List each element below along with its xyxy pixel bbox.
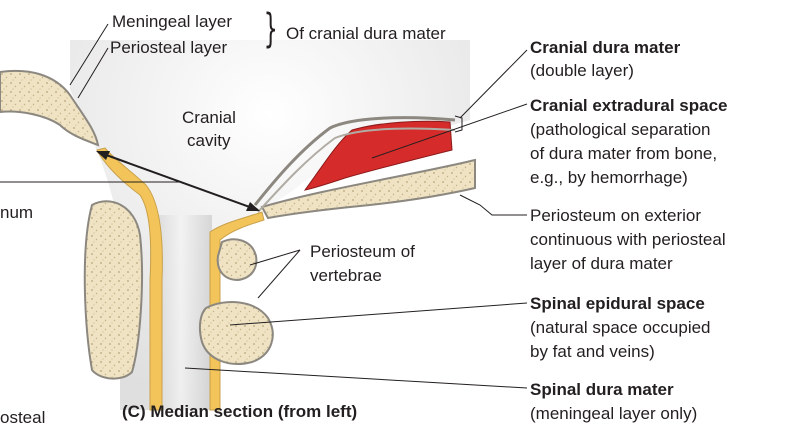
figure-caption: (C) Median section (from left) bbox=[122, 402, 357, 422]
periosteum-vert-1: Periosteum of bbox=[310, 242, 415, 262]
extradural-note-3: e.g., by hemorrhage) bbox=[530, 168, 688, 188]
extradural-title: Cranial extradural space bbox=[530, 96, 727, 116]
extradural-note-1: (pathological separation bbox=[530, 120, 711, 140]
cranial-dura-note: (double layer) bbox=[530, 61, 634, 81]
periosteum-ext-1: Periosteum on exterior bbox=[530, 206, 701, 226]
vertebra-large bbox=[200, 302, 273, 364]
periosteal-layer-label: Periosteal layer bbox=[110, 38, 227, 58]
periosteum-ext-3: layer of dura mater bbox=[530, 254, 673, 274]
vertebra-left-large bbox=[85, 201, 142, 378]
cranial-dura-title: Cranial dura mater bbox=[530, 38, 680, 58]
of-cranial-dura-label: Of cranial dura mater bbox=[286, 24, 446, 44]
cranial-cavity-label-line1: Cranial bbox=[182, 108, 236, 128]
periosteum-vert-2: vertebrae bbox=[310, 266, 382, 286]
meningeal-layer-label: Meningeal layer bbox=[112, 12, 232, 32]
epidural-note-2: by fat and veins) bbox=[530, 342, 655, 362]
cut-off-label-2: osteal bbox=[0, 408, 45, 428]
brace-icon: } bbox=[264, 9, 278, 49]
spinal-dura-title: Spinal dura mater bbox=[530, 380, 674, 400]
cranial-cavity-label-line2: cavity bbox=[187, 131, 230, 151]
cut-off-label-1: num bbox=[0, 203, 33, 223]
spinal-dura-note: (meningeal layer only) bbox=[530, 404, 697, 424]
epidural-title: Spinal epidural space bbox=[530, 294, 705, 314]
epidural-note-1: (natural space occupied bbox=[530, 318, 711, 338]
vertebra-small bbox=[218, 239, 257, 280]
extradural-note-2: of dura mater from bone, bbox=[530, 144, 717, 164]
periosteum-ext-2: continuous with periosteal bbox=[530, 230, 726, 250]
